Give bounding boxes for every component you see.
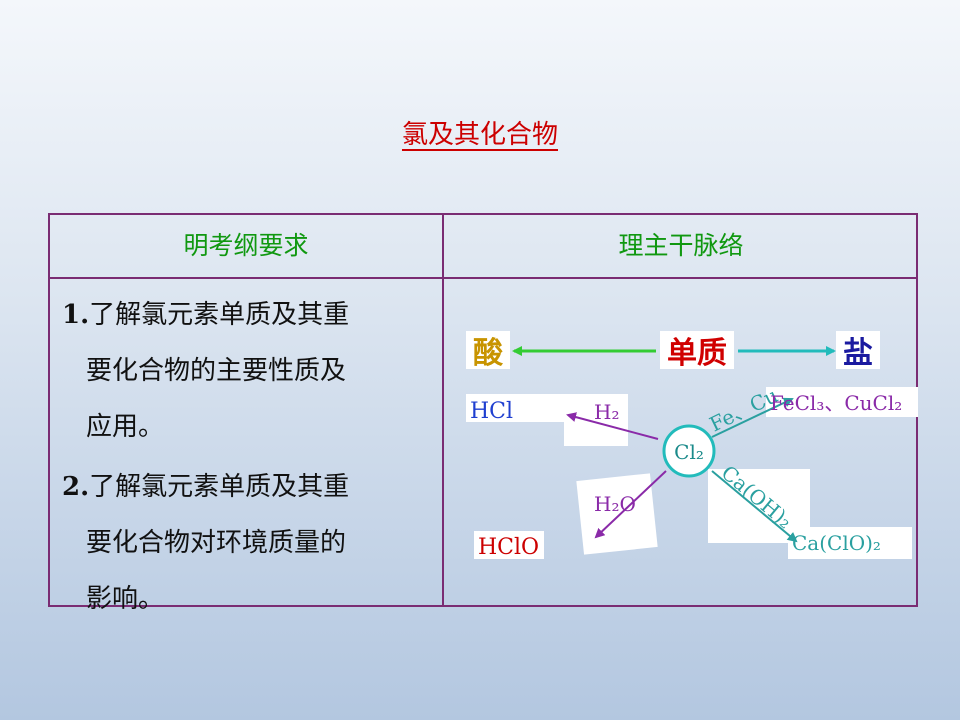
caclo-label: Ca(ClO)₂ bbox=[792, 531, 881, 555]
requirement-number: 1. bbox=[62, 300, 90, 330]
element-box bbox=[660, 331, 734, 369]
caclo-box bbox=[788, 527, 912, 559]
h2o-label: H₂O bbox=[594, 492, 636, 516]
chlorine-diagram: 酸 单质 盐 Cl₂ HCl H₂ Fe、Cu FeCl₃、CuCl₂ H₂O … bbox=[466, 331, 918, 560]
hclo-label: HClO bbox=[478, 535, 539, 560]
outline-table: 明考纲要求 理主干脉络 1.了解氯元素单质及其重 要化合物的主要性质及 应用。 … bbox=[48, 213, 918, 614]
page-title: 氯及其化合物 bbox=[401, 120, 558, 150]
requirement-item-2: 2.了解氯元素单质及其重 要化合物对环境质量的 影响。 bbox=[62, 459, 432, 627]
acid-box bbox=[466, 331, 510, 369]
requirement-text: 了解氯元素单质及其重 bbox=[89, 472, 350, 502]
salt-box bbox=[836, 331, 880, 369]
acid-label: 酸 bbox=[473, 336, 504, 371]
column-divider bbox=[442, 215, 444, 605]
requirements-list: 1.了解氯元素单质及其重 要化合物的主要性质及 应用。 2.了解氯元素单质及其重… bbox=[62, 287, 432, 631]
hcl-box bbox=[466, 394, 564, 422]
header-divider bbox=[50, 277, 916, 279]
header-requirements: 明考纲要求 bbox=[183, 231, 309, 260]
requirement-text: 影响。 bbox=[86, 584, 165, 614]
hclo-box bbox=[474, 531, 544, 559]
chlorine-circle bbox=[662, 424, 716, 478]
chlorine-label: Cl₂ bbox=[674, 440, 704, 464]
salt-label: 盐 bbox=[843, 336, 873, 371]
requirement-text: 应用。 bbox=[86, 412, 165, 442]
element-label: 单质 bbox=[667, 336, 727, 371]
header-outline: 理主干脉络 bbox=[618, 231, 744, 260]
requirement-text: 要化合物的主要性质及 bbox=[86, 356, 347, 386]
requirement-text: 要化合物对环境质量的 bbox=[86, 528, 347, 558]
requirement-number: 2. bbox=[62, 472, 90, 502]
arrow-to-caclo bbox=[711, 470, 798, 543]
arrow-to-chlorides bbox=[711, 397, 794, 438]
chlorides-label: FeCl₃、CuCl₂ bbox=[770, 391, 902, 415]
hcl-label: HCl bbox=[470, 399, 513, 424]
requirement-text: 了解氯元素单质及其重 bbox=[89, 300, 350, 330]
arrow-to-hcl bbox=[566, 412, 659, 440]
arrow-to-hclo bbox=[594, 470, 667, 539]
requirement-item-1: 1.了解氯元素单质及其重 要化合物的主要性质及 应用。 bbox=[62, 287, 432, 455]
h2-label: H₂ bbox=[594, 400, 619, 424]
